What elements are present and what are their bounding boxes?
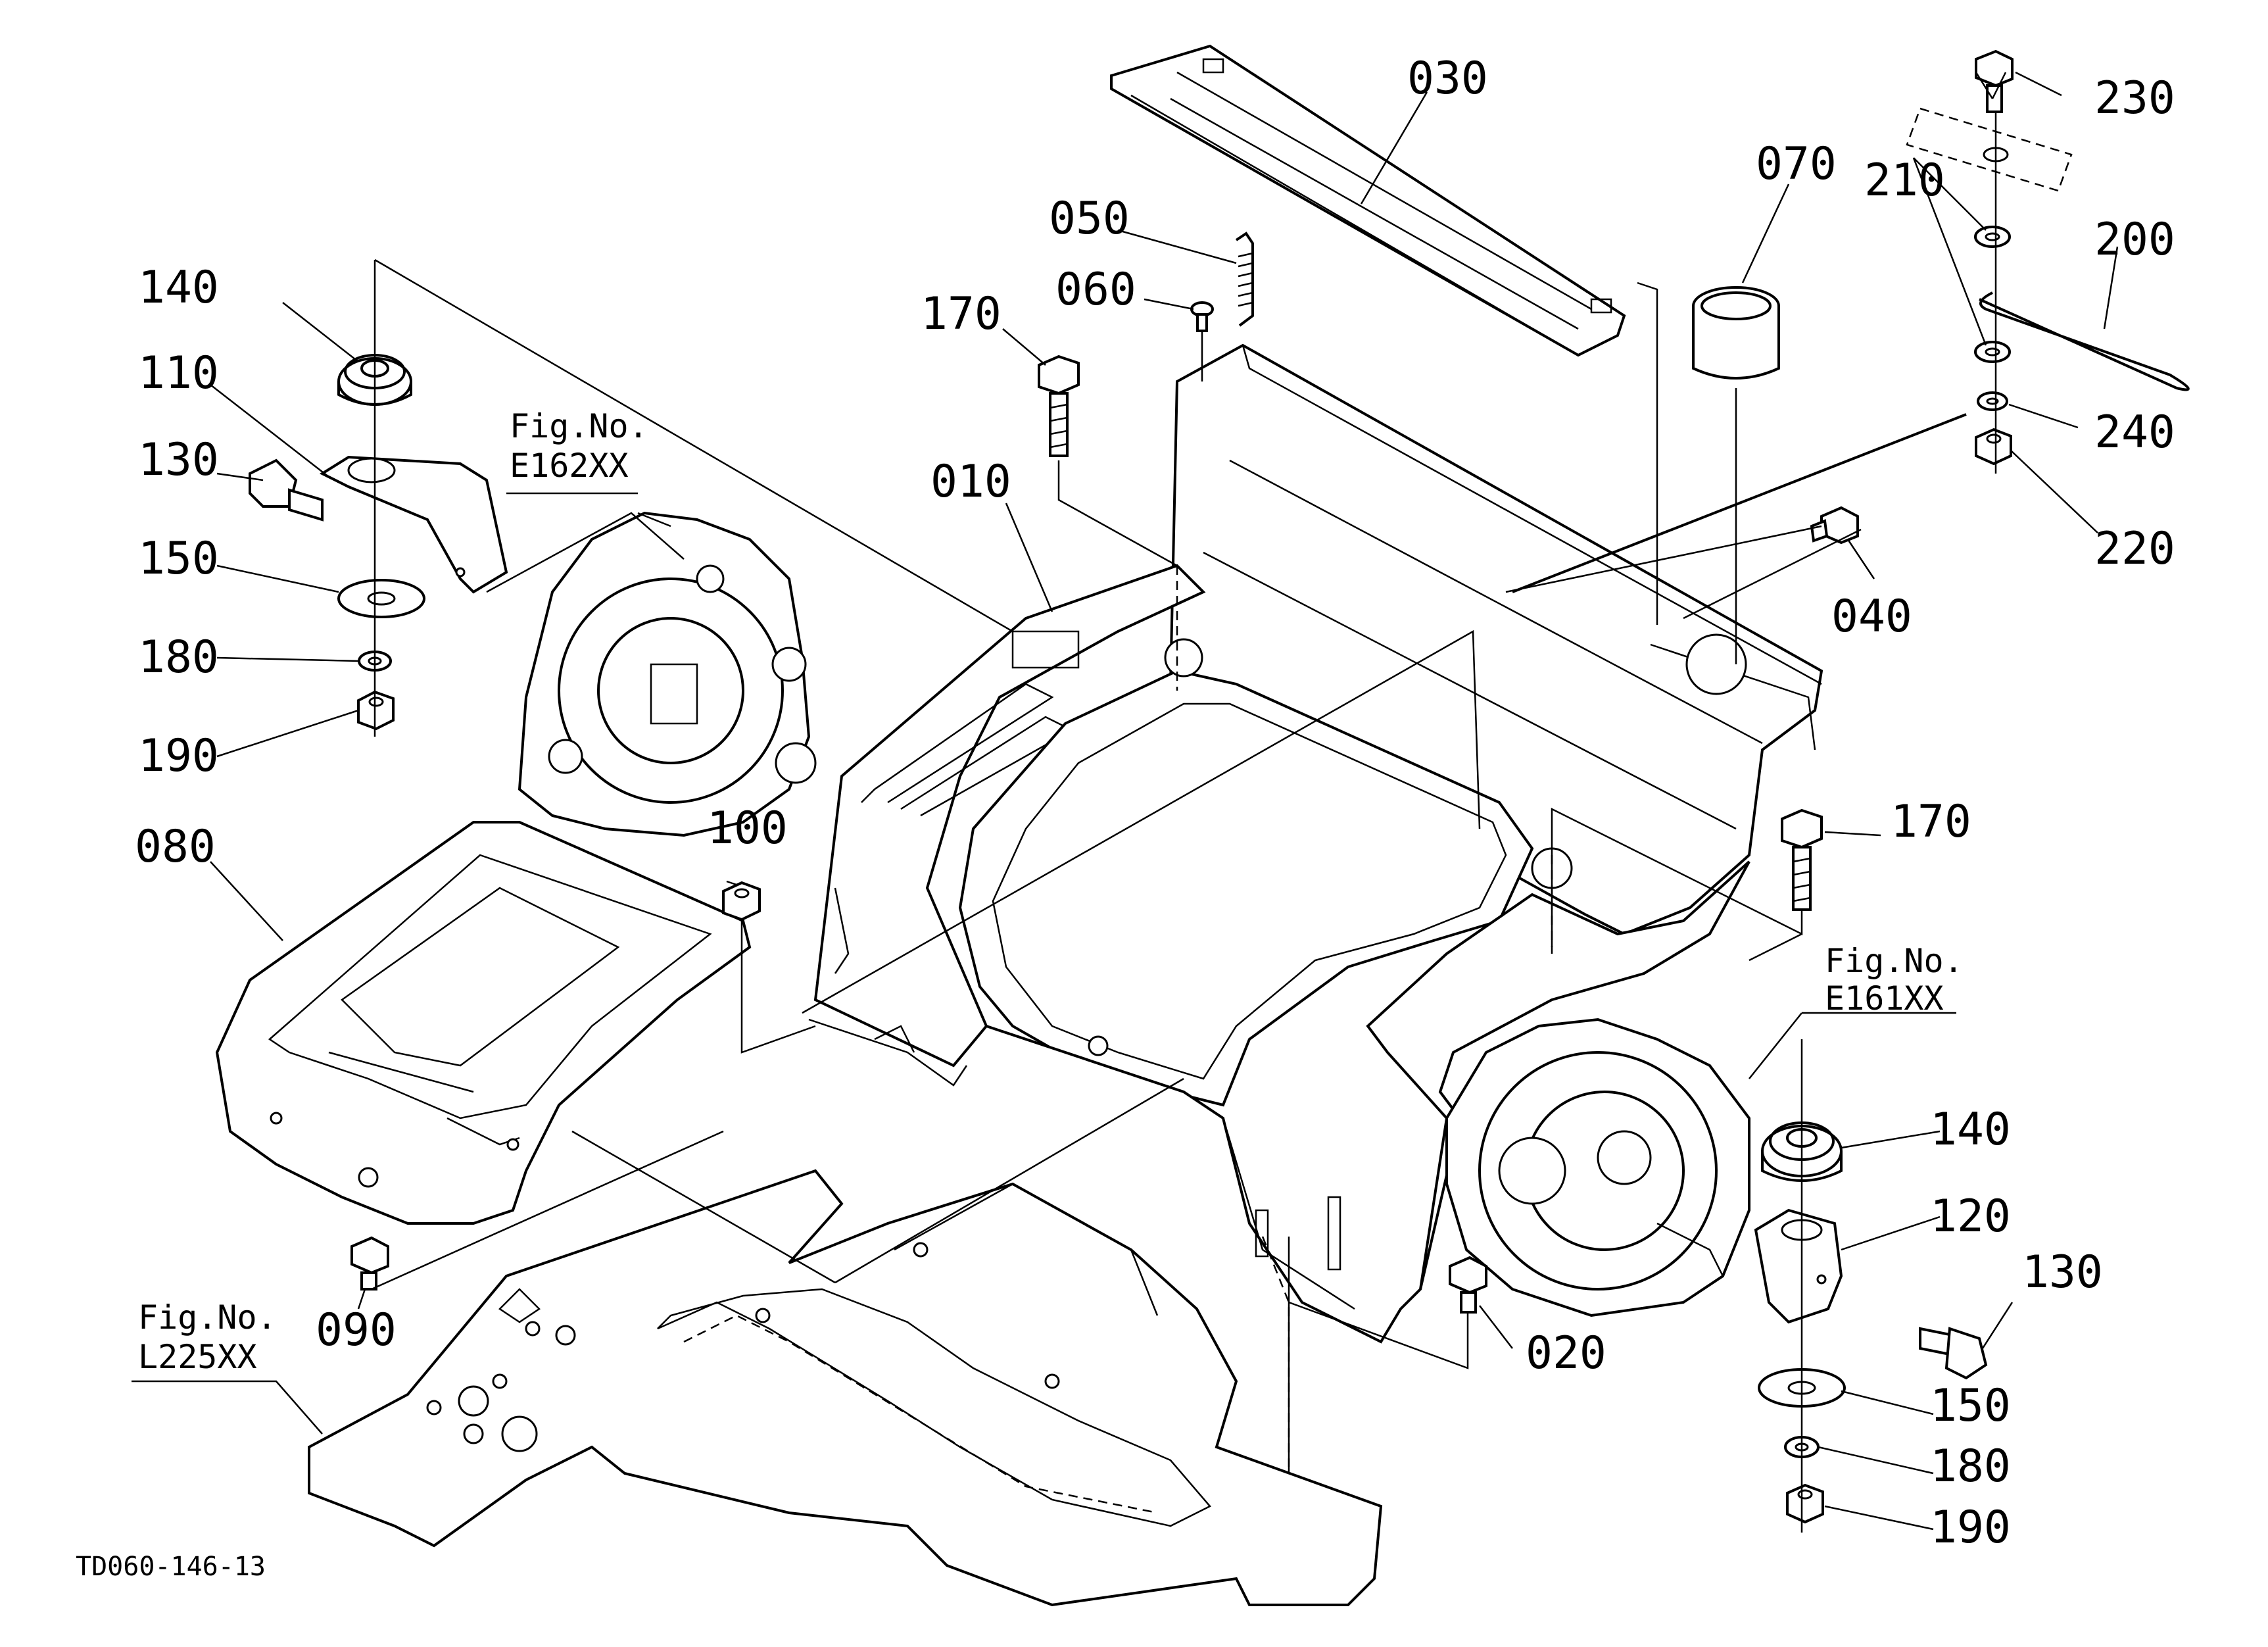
label-020: 020 <box>1526 1327 1606 1379</box>
part-110-left-bracket <box>319 455 508 594</box>
part-080-left-step <box>215 821 752 1225</box>
label-090: 090 <box>316 1304 397 1356</box>
part-210-washers <box>1974 226 2011 363</box>
assembly-lines <box>371 112 1997 1533</box>
part-240-lockwasher <box>1977 391 2008 411</box>
part-190-left-nut <box>357 690 395 731</box>
label-210: 210 <box>1864 155 1945 207</box>
right-transmission-housing <box>1445 1018 1750 1317</box>
fig-ref-e161-code: E161XX <box>1825 979 1944 1018</box>
figure-reference-l225: Fig.No. L225XX <box>138 1298 277 1376</box>
label-030: 030 <box>1407 53 1488 105</box>
part-150-left-washer <box>337 579 425 618</box>
part-labels: 030 050 060 170 010 070 040 170 100 080 … <box>135 53 2175 1554</box>
part-100-nut <box>722 881 761 922</box>
label-120: 120 <box>1930 1191 2011 1242</box>
label-170-right: 170 <box>1891 796 1971 848</box>
part-200-rod <box>1512 291 2190 593</box>
part-020-bolt <box>1449 1256 1487 1314</box>
part-010-main-fender <box>808 343 1823 1344</box>
label-150-right: 150 <box>1930 1380 2011 1432</box>
label-060: 060 <box>1055 264 1136 316</box>
part-040-bolt <box>1810 506 1859 545</box>
part-060-pin <box>1190 301 1214 332</box>
part-170-top-bolt <box>1038 355 1080 457</box>
label-180-left: 180 <box>138 631 219 683</box>
part-190-right-nut <box>1786 1483 1824 1524</box>
part-130-right-bolt <box>1919 1327 1988 1380</box>
label-040: 040 <box>1831 591 1912 643</box>
fig-ref-l225-label: Fig.No. <box>138 1298 277 1337</box>
fig-ref-l225-code: L225XX <box>138 1338 257 1376</box>
figure-reference-e162: Fig.No. E162XX <box>510 407 648 485</box>
fig-ref-e161-label: Fig.No. <box>1825 942 1964 980</box>
leader-lines <box>132 71 2119 1531</box>
label-180-right: 180 <box>1930 1440 2011 1492</box>
label-080: 080 <box>135 821 216 873</box>
part-lower-frame <box>308 1169 1383 1607</box>
label-140-left: 140 <box>138 262 219 314</box>
label-200: 200 <box>2094 214 2175 266</box>
label-170-top: 170 <box>921 288 1001 340</box>
label-190-left: 190 <box>138 730 219 782</box>
label-230: 230 <box>2094 72 2175 124</box>
label-240: 240 <box>2094 406 2175 458</box>
label-130-right: 130 <box>2022 1246 2103 1298</box>
part-130-left-bolt <box>249 458 324 522</box>
label-070: 070 <box>1756 138 1837 190</box>
part-170-right-bolt <box>1781 808 1823 911</box>
label-140-right: 140 <box>1930 1104 2011 1156</box>
label-190-right: 190 <box>1930 1502 2011 1554</box>
part-090-bolt <box>350 1236 389 1291</box>
part-050-spring <box>1235 232 1254 327</box>
fig-ref-e162-label: Fig.No. <box>510 407 648 445</box>
part-030-top-cover <box>1110 44 1626 357</box>
drawing-code: TD060-146-13 <box>76 1552 266 1582</box>
fig-ref-e162-code: E162XX <box>510 447 629 485</box>
part-070-cup <box>1692 286 1780 380</box>
label-050: 050 <box>1049 193 1130 245</box>
part-220-nut <box>1975 428 2012 466</box>
label-150-left: 150 <box>138 533 219 585</box>
label-100: 100 <box>707 802 788 854</box>
label-010: 010 <box>930 456 1011 508</box>
label-110: 110 <box>138 347 219 399</box>
part-120-right-bracket <box>1754 1208 1843 1324</box>
label-130-left: 130 <box>138 434 219 486</box>
left-transmission-housing <box>518 511 817 837</box>
figure-reference-e161: Fig.No. E161XX <box>1825 942 1964 1018</box>
label-220: 220 <box>2094 523 2175 575</box>
